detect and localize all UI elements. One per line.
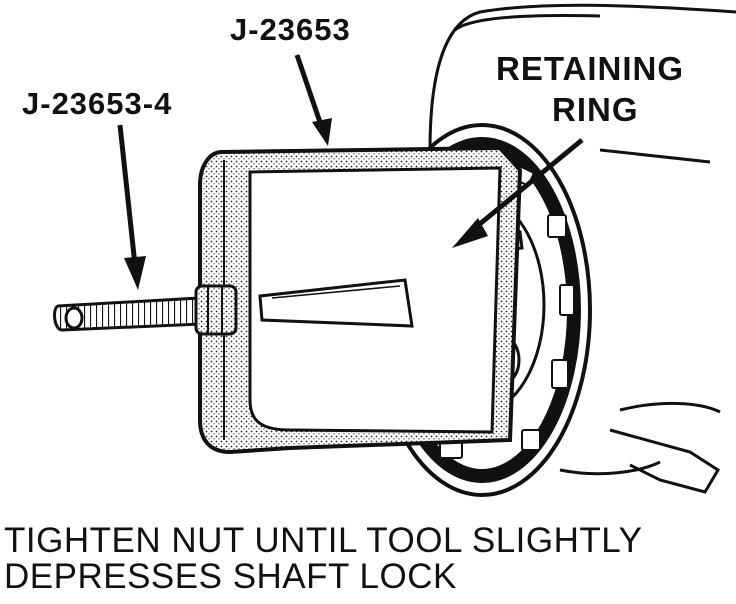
label-retaining-ring-line1: RETAINING xyxy=(496,50,685,87)
label-forcing-screw-j23653-4: J-23653-4 xyxy=(22,86,173,121)
steering-wheel-outline xyxy=(428,3,736,494)
leader-lines xyxy=(117,54,584,290)
label-puller-j23653: J-23653 xyxy=(230,12,351,47)
forcing-screw xyxy=(53,284,238,336)
caption-line-2: DEPRESSES SHAFT LOCK xyxy=(4,557,457,596)
instruction-caption: TIGHTEN NUT UNTIL TOOL SLIGHTLY DEPRESSE… xyxy=(4,523,642,595)
forcing-adapter xyxy=(258,278,414,328)
caption-line-1: TIGHTEN NUT UNTIL TOOL SLIGHTLY xyxy=(4,521,643,560)
label-retaining-ring-line2: RING xyxy=(552,91,639,128)
